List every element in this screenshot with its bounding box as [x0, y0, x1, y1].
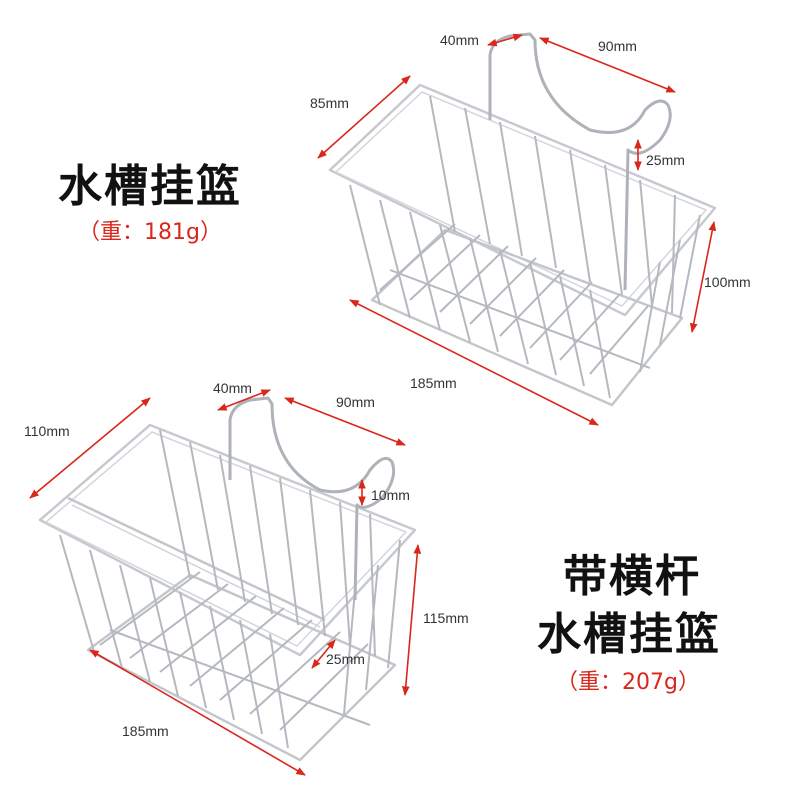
p2-dim-length-line: [89, 649, 306, 776]
p1-label-hook-span: 90mm: [598, 38, 637, 54]
product2-weight: （重：207g）: [556, 670, 700, 695]
basket-2-illustration: [38, 396, 417, 762]
basket-1-illustration: [328, 32, 717, 407]
p2-label-bar-drop: 25mm: [326, 651, 365, 667]
product1-title: 水槽挂篮: [58, 161, 242, 212]
p1-dim-height-line: [689, 221, 717, 333]
p1-label-length: 185mm: [410, 375, 457, 391]
p2-label-depth: 110mm: [24, 423, 70, 439]
p2-label-height: 115mm: [423, 610, 469, 626]
p2-dim-height-line: [401, 544, 422, 696]
p2-label-hook-width: 40mm: [213, 380, 252, 396]
p2-label-length: 185mm: [122, 723, 169, 739]
p1-dim-length-line: [349, 299, 599, 426]
p1-label-depth: 85mm: [310, 95, 349, 111]
p2-dim-bar-drop-line: [311, 639, 336, 669]
product1-weight: （重：181g）: [78, 220, 222, 245]
p1-dim-depth-line: [317, 75, 411, 159]
p2-dim-depth-line: [29, 397, 151, 499]
product2-title-line2: 水槽挂篮: [537, 609, 721, 660]
product2-title-line1: 带横杆: [563, 551, 701, 602]
p2-label-hook-span: 90mm: [336, 394, 375, 410]
p1-dim-hook-span-line: [539, 37, 676, 93]
p1-dim-hook-width-line: [487, 33, 523, 47]
p2-dim-hook-span-line: [284, 397, 406, 446]
p1-label-hook-width: 40mm: [440, 32, 479, 48]
p1-label-hook-drop: 25mm: [646, 152, 685, 168]
p2-dim-hook-width-line: [217, 389, 271, 411]
p1-label-height: 100mm: [704, 274, 751, 290]
p2-label-hook-drop: 10mm: [371, 487, 410, 503]
